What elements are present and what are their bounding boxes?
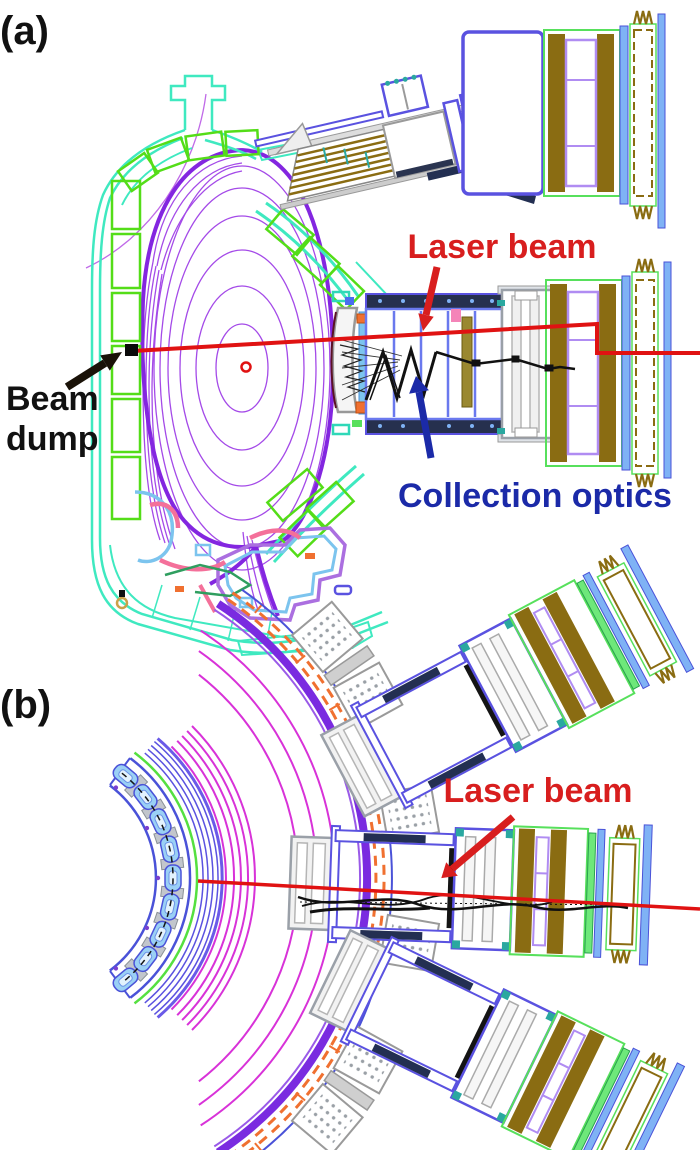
panel-b: (b) (0, 545, 700, 1150)
equatorial-port (330, 257, 672, 489)
upper-port-extension-stack (461, 9, 666, 229)
beam-dump-label-line1: Beam (6, 380, 99, 418)
laser-beam-arrow-b (441, 814, 516, 879)
laser-beam-line-b (197, 879, 700, 911)
magnetic-axis-marker (240, 361, 252, 373)
beam-dump-label-line2: dump (6, 420, 99, 458)
laser-beam-line-a (132, 321, 700, 355)
panel-a-label: (a) (0, 9, 49, 53)
laser-beam-label-a: Laser beam (408, 228, 597, 266)
panel-a: (a) (0, 9, 700, 657)
collection-optics-arrow (409, 376, 435, 459)
beam-dump-arrow (64, 352, 122, 391)
flux-arcs (170, 629, 337, 1127)
laser-beam-label-b: Laser beam (444, 772, 633, 810)
inner-wall-arc (109, 737, 224, 1019)
laser-beam-arrow-a (418, 266, 441, 331)
laser-ray-traces-b (297, 894, 631, 914)
stray-field-line (85, 93, 207, 269)
divertor (115, 490, 353, 622)
collection-optics-raypath (339, 339, 576, 404)
beam-dump-marker (125, 344, 138, 356)
collection-optics-label: Collection optics (398, 477, 672, 515)
panel-b-label: (b) (0, 683, 51, 727)
